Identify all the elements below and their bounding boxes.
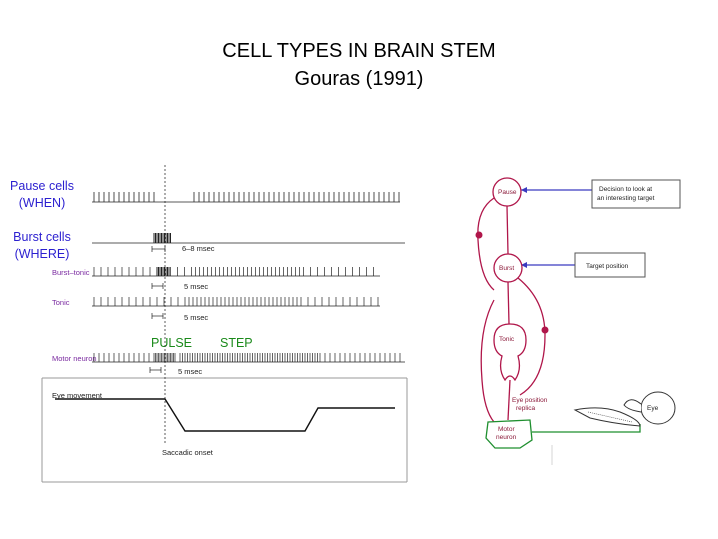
- muscle-fibers: [587, 411, 633, 423]
- spike-trains: [92, 192, 405, 373]
- eye-movement-trace: [55, 398, 395, 432]
- pause-to-burst-line: [506, 205, 509, 255]
- decision-box-text-1: Decision to look at: [599, 186, 652, 193]
- decision-box-text-2: an interesting target: [597, 195, 655, 202]
- circuit-diagram: Decision to look at an interesting targe…: [475, 177, 681, 465]
- saccadic-onset-label: Saccadic onset: [162, 448, 213, 457]
- slide-title: CELL TYPES IN BRAIN STEM: [222, 40, 496, 62]
- burst-cells-label: Burst cells (WHERE): [13, 230, 71, 261]
- motor-neuron-node: [485, 419, 533, 449]
- burst-to-motor-line: [480, 299, 495, 423]
- eye-muscle: [573, 407, 641, 427]
- motor-node-label-2: neuron: [496, 434, 517, 441]
- motor-node-label-1: Motor: [498, 426, 515, 433]
- pause-node-label: Pause: [498, 189, 517, 196]
- tonic-node-label: Tonic: [499, 336, 515, 343]
- msec-5-b-label: 5 msec: [184, 313, 209, 322]
- decision-box: [591, 179, 681, 209]
- msec-6-8-label: 6–8 msec: [182, 244, 215, 253]
- burst-node-label: Burst: [499, 265, 514, 272]
- msec-5-c-label: 5 msec: [178, 367, 203, 376]
- eye-position-label-2: replica: [516, 405, 536, 412]
- motor-to-eye-path: [532, 424, 641, 433]
- eye-movement-label: Eye movement: [52, 391, 103, 400]
- step-label: STEP: [220, 336, 253, 350]
- optic-nerve: [623, 399, 642, 413]
- inhibition-loop-left: [477, 197, 495, 291]
- decision-arrowhead: [521, 187, 527, 193]
- pause-cells-label: Pause cells (WHEN): [10, 179, 74, 210]
- tonic-label: Tonic: [52, 298, 70, 307]
- msec-5-a-label: 5 msec: [184, 282, 209, 291]
- inhibition-dot-left: [475, 231, 483, 239]
- feedback-loop-right: [517, 277, 546, 396]
- target-arrowhead: [521, 262, 527, 268]
- slide-subtitle: Gouras (1991): [294, 68, 424, 90]
- tonic-to-motor-line: [507, 379, 511, 421]
- target-box: [574, 252, 646, 278]
- burst-to-tonic-line: [507, 281, 510, 325]
- tonic-node: [493, 323, 527, 382]
- burst-tonic-label: Burst–tonic: [52, 268, 90, 277]
- eye-label: Eye: [647, 405, 659, 412]
- motor-neuron-label: Motor neuron: [52, 354, 97, 363]
- target-box-text: Target position: [586, 263, 629, 270]
- pulse-label: PULSE: [151, 336, 192, 350]
- eye-position-label-1: Eye position: [512, 397, 548, 404]
- inhibition-dot-right: [541, 326, 549, 334]
